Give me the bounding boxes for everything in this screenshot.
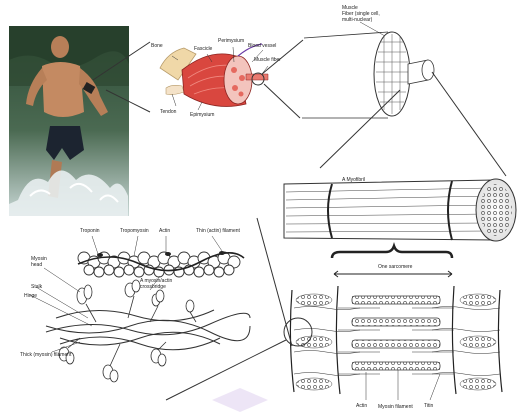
label-stalk: Stalk	[31, 284, 43, 290]
sarcomere-brace	[332, 246, 452, 258]
label-blood-vessel: Blood vessel	[248, 43, 276, 49]
pointer-line	[264, 84, 300, 118]
label-hinge: Hinge	[24, 293, 37, 299]
label-epimysium: Epimysium	[190, 112, 214, 118]
label-bone: Bone	[151, 43, 163, 49]
label-myosin-filament: Myosin filament	[378, 404, 413, 410]
label-perimysium: Perimysium	[218, 38, 244, 44]
label-myofibril: A Myofibril	[342, 177, 365, 183]
label-muscle-fiber: Muscle fiber	[254, 57, 281, 63]
filament-illustration	[30, 236, 250, 382]
label-thick-filament: Thick (myosin) filament	[20, 352, 72, 358]
label-titin: Titin	[424, 403, 433, 409]
fiber-subtitle-2: multi-nuclear)	[342, 17, 373, 23]
label-one-sarcomere: One sarcomere	[378, 264, 413, 270]
label-fascicle: Fascicle	[194, 46, 213, 52]
label-tendon: Tendon	[160, 109, 177, 115]
pointer-line	[432, 72, 506, 176]
label-myosin-head-2: head	[31, 262, 42, 268]
label-actin-sarcomere: Actin	[356, 403, 367, 409]
muscle-fiber-illustration	[302, 32, 434, 118]
label-actin-filament: Actin	[159, 228, 170, 234]
runner-photo	[9, 26, 129, 216]
myofibril-illustration	[284, 179, 516, 241]
label-tropomyosin: Tropomyosin	[120, 228, 149, 234]
label-thin-filament: Thin (actin) filament	[196, 228, 241, 234]
label-crossbridge-2: crossbridge	[140, 284, 166, 290]
watermark	[212, 388, 268, 412]
muscle-illustration	[160, 44, 268, 110]
sarcomere-illustration	[284, 286, 502, 400]
pointer-line	[320, 90, 400, 168]
label-troponin: Troponin	[80, 228, 100, 234]
